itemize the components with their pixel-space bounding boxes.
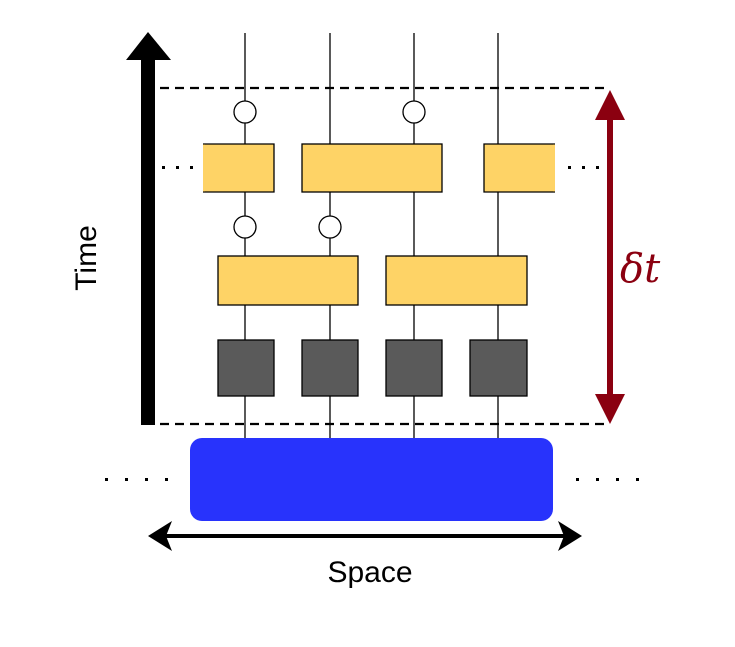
gate-box: [385, 255, 528, 306]
gate-square: [385, 339, 443, 397]
single-qubit-layer: [217, 339, 528, 397]
circle-icon: [233, 215, 257, 239]
gate-square: [469, 339, 528, 397]
time-arrow: [126, 32, 171, 425]
gate-square: [217, 339, 275, 397]
circle-icon: [318, 215, 342, 239]
gate-box: [203, 143, 275, 193]
qubit-wires: [244, 33, 499, 438]
top-two-qubit-layer: [203, 143, 555, 193]
time-label: Time: [70, 225, 103, 291]
gate-box: [217, 255, 359, 306]
substrate-block: [190, 438, 553, 521]
gate-box: [301, 143, 443, 193]
space-label: Space: [327, 556, 412, 589]
circle-icon: [402, 100, 426, 124]
delta-t-arrow: [595, 90, 625, 424]
space-arrow: [148, 521, 582, 551]
gate-square: [301, 339, 359, 397]
delta-t-label: δt: [620, 246, 661, 292]
measurement-circles: [233, 100, 426, 239]
circle-icon: [233, 100, 257, 124]
middle-two-qubit-layer: [217, 255, 528, 306]
ellipsis-dots: [105, 166, 639, 481]
gate-box: [483, 143, 555, 193]
